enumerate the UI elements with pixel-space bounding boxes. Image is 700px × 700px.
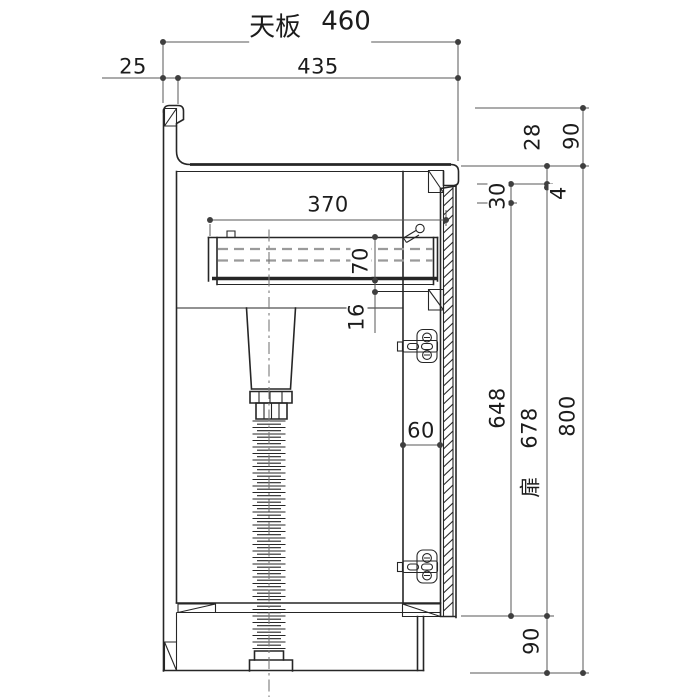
cabinet-body [175, 170, 445, 604]
dim-door-height: 678 [517, 405, 542, 451]
dim-top-rail: 30 [485, 180, 510, 212]
dimension-dots [160, 39, 586, 676]
dim-inner-depth: 435 [295, 54, 341, 79]
door-panel [439, 185, 457, 619]
hinge-top [396, 328, 439, 364]
door-label: 扉 [518, 474, 543, 500]
countertop-depth-value: 460 [321, 6, 371, 37]
dim-counter-edge: 28 [520, 121, 545, 153]
dim-under-sink-gap: 16 [344, 301, 369, 333]
hinge-bottom [396, 549, 439, 584]
countertop [176, 163, 460, 194]
floor-flange [248, 650, 294, 672]
dim-body-height: 800 [555, 393, 580, 439]
dim-sink-width: 370 [305, 192, 351, 217]
toe-kick [162, 612, 425, 672]
dim-sink-depth: 70 [348, 245, 373, 277]
drawing-title: 天板 460 [249, 6, 371, 44]
dim-base-height: 90 [519, 625, 544, 657]
drain-assembly [245, 307, 297, 672]
bottom-shelf [175, 602, 442, 618]
drain-nut [249, 390, 293, 420]
dim-door-top-gap: 4 [546, 184, 571, 202]
door-hatch-pattern [443, 187, 454, 612]
sink-tray [207, 230, 439, 286]
dim-backsplash-height: 90 [559, 120, 584, 152]
dim-door-opening-height: 648 [485, 385, 510, 431]
countertop-label: 天板 [249, 12, 302, 43]
backsplash [162, 104, 191, 672]
dim-back-panel: 25 [117, 54, 149, 79]
mounting-screw [403, 223, 425, 243]
dim-door-clearance: 60 [405, 418, 437, 443]
dimension-lines [102, 41, 589, 674]
water-level-lines [218, 247, 433, 262]
